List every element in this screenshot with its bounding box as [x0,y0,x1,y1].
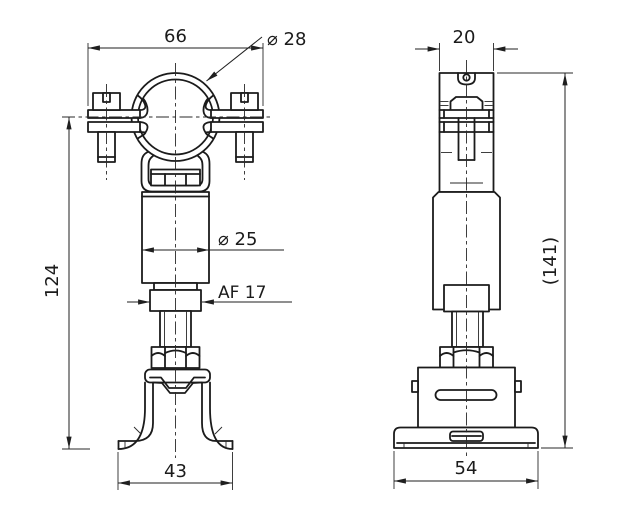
leader-dia28 [206,36,263,82]
dim-base-width: 54 [455,458,478,479]
leg-left-inner [117,382,154,442]
dim-foot-width: 43 [164,461,187,482]
leg-right-outer [209,381,234,450]
strap-bend [204,94,215,111]
threaded-rod-side [451,310,484,348]
leg-left-outer [117,381,146,450]
saddle-foot [117,368,234,450]
saddle-profile-inner [152,381,203,394]
dim-clamp-width: 66 [164,26,187,47]
dim-overall-height: (141) [540,237,561,285]
dim-body-diameter: ⌀ 25 [218,229,257,250]
dim-strap-width: 20 [453,27,476,48]
side-view: 20 54 (141) [393,27,573,489]
dim-wrench-flats: AF 17 [218,283,266,303]
notch-hole [462,73,471,82]
base-tab-right [514,380,522,393]
flange-lower-left [87,121,141,133]
dim-pipe-diameter: ⌀ 28 [267,29,306,50]
hex-nut-side [439,346,494,369]
base-tab-left [411,380,419,393]
strap-bend [204,131,215,140]
flange-lower-right [210,121,264,133]
strap-bend [136,131,147,140]
foot-top-plate [144,368,211,384]
base-slot [434,389,498,401]
dim-front-height: 124 [42,264,63,298]
front-view: 66 ⌀ 28 ⌀ 25 AF 17 124 43 [42,26,306,490]
leg-right-inner [201,382,234,442]
strap-bend [136,94,147,111]
saddle-profile [149,376,206,389]
